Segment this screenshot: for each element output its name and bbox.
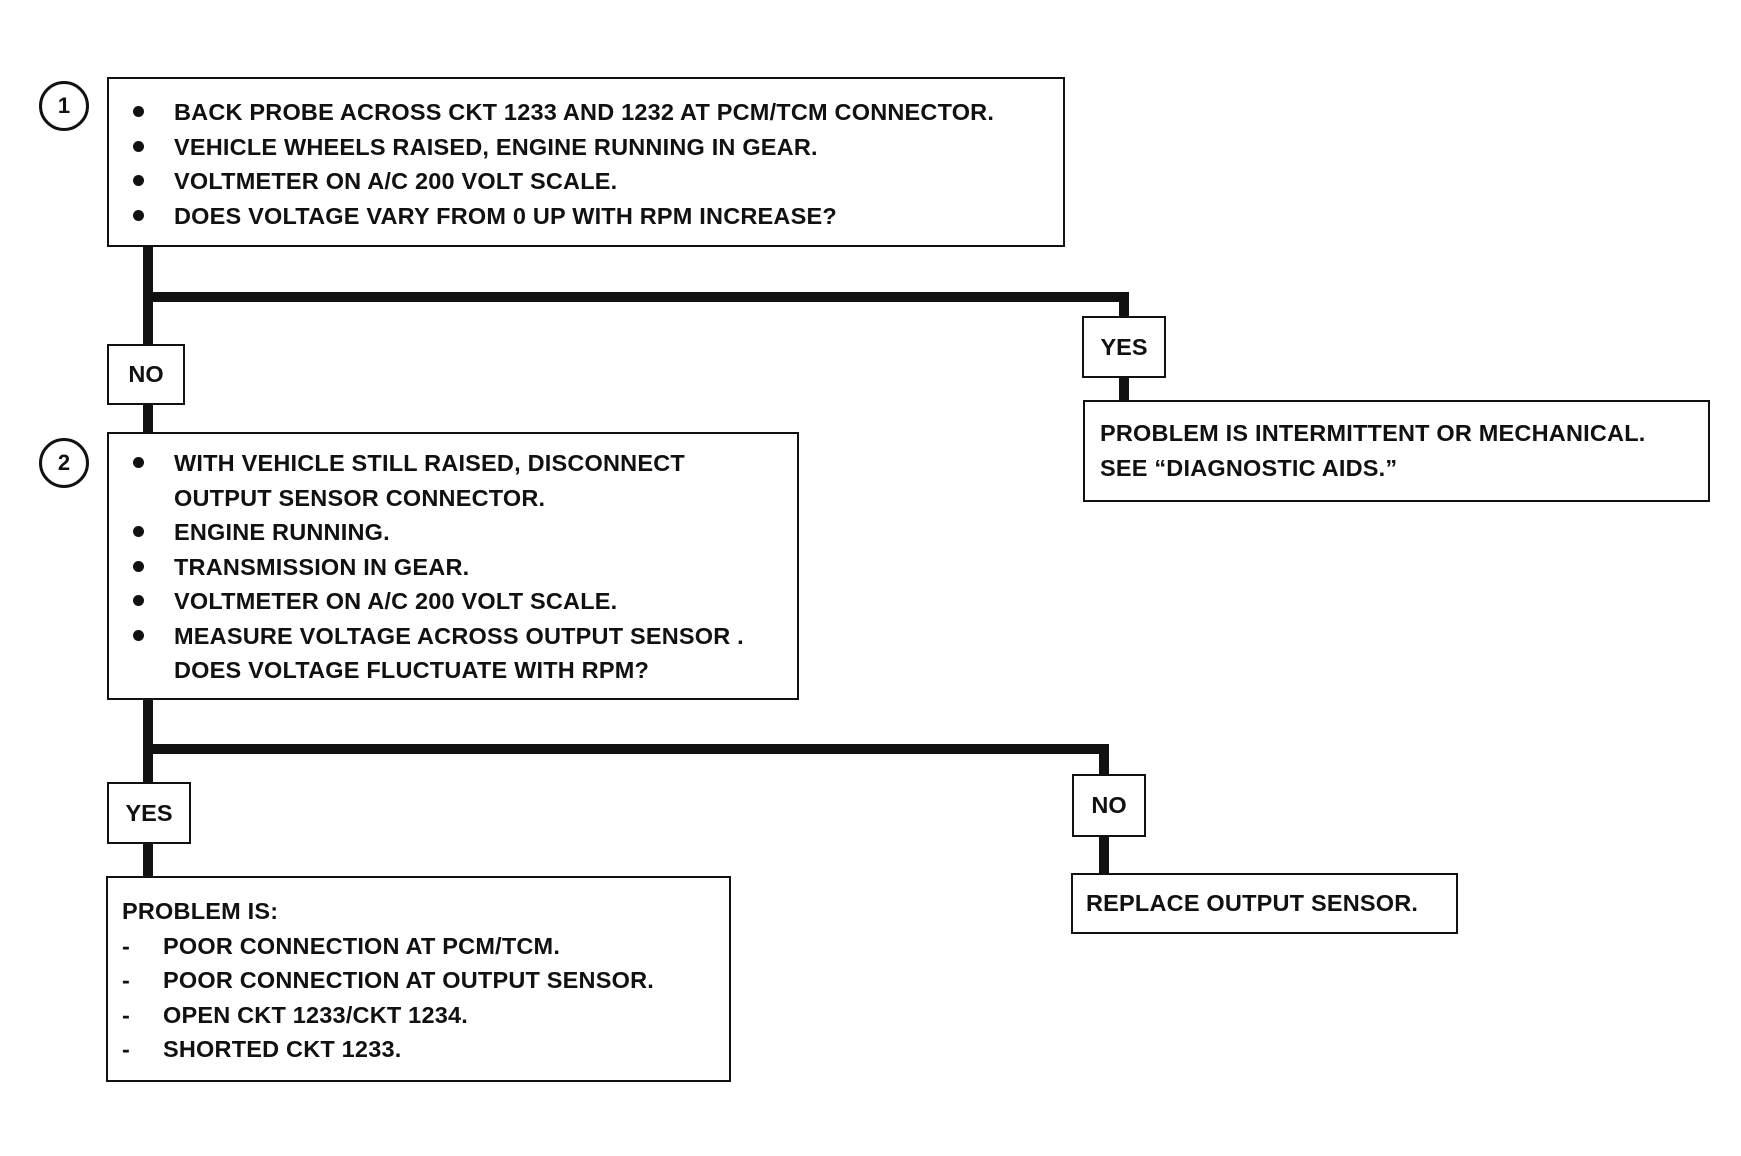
bullet-icon [133, 595, 144, 606]
bullet-icon [133, 629, 144, 641]
step-2-number: 2 [57, 450, 71, 475]
bullet-icon [133, 560, 144, 572]
yes-2-result-box: PROBLEM IS: -POOR CONNECTION AT PCM/TCM.… [106, 876, 731, 1082]
dash-icon: - [122, 1001, 131, 1028]
step-2-item: TRANSMISSION IN GEAR. [119, 550, 797, 585]
dash-icon: - [122, 967, 131, 993]
result-item: -OPEN CKT 1233/CKT 1234. [108, 998, 729, 1033]
branch-1-no-label: NO [107, 344, 185, 405]
bullet-icon [133, 140, 144, 152]
dash-icon: - [122, 1036, 131, 1062]
step-1-item: VEHICLE WHEELS RAISED, ENGINE RUNNING IN… [119, 130, 1063, 165]
step-2-marker: 2 [39, 438, 89, 488]
bullet-icon [133, 457, 144, 468]
step-1-item: BACK PROBE ACROSS CKT 1233 AND 1232 AT P… [119, 95, 1063, 130]
branch-2-yes-label: YES [107, 782, 191, 844]
step-2-item: ENGINE RUNNING. [119, 515, 797, 550]
branch-1-yes-label: YES [1082, 316, 1166, 378]
yes-1-result-box: PROBLEM IS INTERMITTENT OR MECHANICAL. S… [1083, 400, 1710, 502]
step-2-item: VOLTMETER ON A/C 200 VOLT SCALE. [119, 584, 797, 619]
dash-icon: - [122, 932, 131, 959]
branch-2-no-label: NO [1072, 774, 1146, 837]
step-1-marker: 1 [39, 81, 89, 131]
result-line: SEE “DIAGNOSTIC AIDS.” [1100, 454, 1398, 481]
result-line: PROBLEM IS INTERMITTENT OR MECHANICAL. [1100, 420, 1646, 446]
step-1-item: DOES VOLTAGE VARY FROM 0 UP WITH RPM INC… [119, 199, 1063, 234]
result-item: -POOR CONNECTION AT OUTPUT SENSOR. [108, 963, 729, 998]
step-1-box: BACK PROBE ACROSS CKT 1233 AND 1232 AT P… [107, 77, 1065, 247]
result-item: -POOR CONNECTION AT PCM/TCM. [108, 929, 729, 964]
result-item: -SHORTED CKT 1233. [108, 1032, 729, 1067]
result-heading: PROBLEM IS: [122, 898, 279, 924]
step-2-item: MEASURE VOLTAGE ACROSS OUTPUT SENSOR .DO… [119, 619, 797, 688]
no-2-result-box: REPLACE OUTPUT SENSOR. [1071, 873, 1458, 934]
bullet-icon [133, 209, 144, 221]
bullet-icon [133, 175, 144, 186]
result-line: REPLACE OUTPUT SENSOR. [1086, 890, 1419, 917]
bullet-icon [133, 526, 144, 537]
step-1-number: 1 [57, 93, 71, 118]
bullet-icon [133, 106, 144, 117]
step-1-item: VOLTMETER ON A/C 200 VOLT SCALE. [119, 164, 1063, 199]
